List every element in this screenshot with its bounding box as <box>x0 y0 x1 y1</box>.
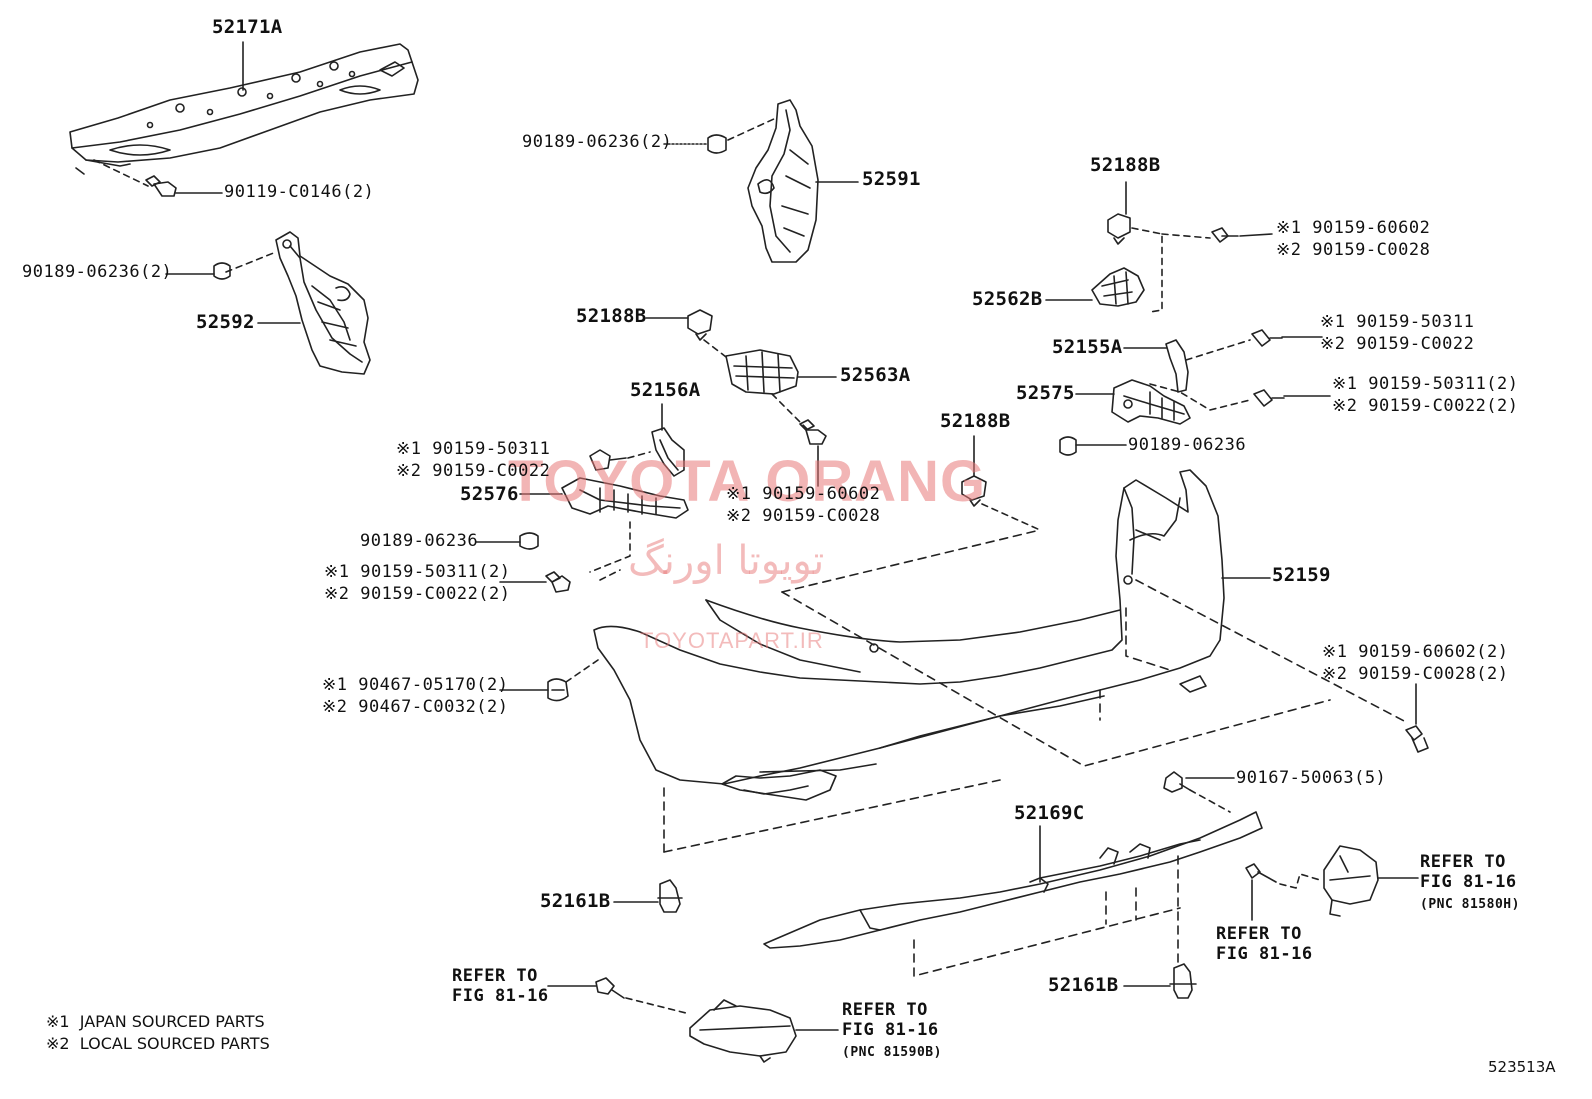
refer-left-line1[interactable]: REFER TO <box>452 966 538 986</box>
part-label-52563a[interactable]: 52563A <box>840 364 911 386</box>
refer-bottom-line1[interactable]: REFER TO <box>842 1000 928 1020</box>
fastener-label-c1[interactable]: ※1 90159-50311(2) <box>324 562 511 582</box>
part-label-52591[interactable]: 52591 <box>862 168 921 190</box>
bolt-upper-left <box>589 449 627 471</box>
fastener-label-d2[interactable]: ※2 90467-C0032(2) <box>322 697 509 717</box>
note-local-sourced: ※2 LOCAL SOURCED PARTS <box>46 1034 270 1053</box>
reflector-bottom <box>689 999 797 1063</box>
part-label-90167[interactable]: 90167-50063(5) <box>1236 768 1387 788</box>
part-label-52156a[interactable]: 52156A <box>630 379 701 401</box>
fastener-label-f1[interactable]: ※1 90159-50311 <box>1320 312 1475 332</box>
fastener-label-e2[interactable]: ※2 90159-C0028 <box>726 506 881 526</box>
bolt-right-top <box>1211 227 1239 243</box>
diagram-code: 523513A <box>1488 1058 1556 1076</box>
nut-90467 <box>547 678 569 702</box>
reinforcement-52171a <box>69 43 419 175</box>
bolt-right-lower <box>1405 725 1429 753</box>
lower-garnish-52169c <box>763 811 1263 949</box>
part-label-90189-d[interactable]: 90189-06236 <box>1128 435 1247 455</box>
bracket-52592 <box>275 231 371 375</box>
part-label-90189-b[interactable]: 90189-06236(2) <box>522 132 673 152</box>
fastener-label-g2[interactable]: ※2 90159-C0022(2) <box>1332 396 1519 416</box>
watermark-persian: تویوتا اورنگ <box>628 538 825 584</box>
clip-90189-left-mid <box>519 532 539 550</box>
fastener-label-a2[interactable]: ※2 90159-C0022 <box>396 461 551 481</box>
part-label-90119[interactable]: 90119-C0146(2) <box>224 182 375 202</box>
part-label-52576[interactable]: 52576 <box>460 483 519 505</box>
refer-mid-line1[interactable]: REFER TO <box>1216 924 1302 944</box>
fastener-label-f2[interactable]: ※2 90159-C0022 <box>1320 334 1475 354</box>
bolt-right-mid-b <box>1253 389 1285 407</box>
part-label-52188b-a[interactable]: 52188B <box>576 305 647 327</box>
retainer-52188b-mid <box>687 309 713 341</box>
fastener-label-h1[interactable]: ※1 90159-60602(2) <box>1322 642 1509 662</box>
bracket-52562b <box>1091 267 1145 307</box>
part-label-52188b-b[interactable]: 52188B <box>940 410 1011 432</box>
part-label-52155a[interactable]: 52155A <box>1052 336 1123 358</box>
watermark-url: TOYOTAPART.IR <box>640 628 824 653</box>
part-label-52575[interactable]: 52575 <box>1016 382 1075 404</box>
fastener-label-b1[interactable]: ※1 90159-60602 <box>1276 218 1431 238</box>
clip-90189-left <box>213 262 231 280</box>
refer-right-line1[interactable]: REFER TO <box>1420 852 1506 872</box>
bolt-refer-bottom <box>595 977 625 999</box>
part-label-90189-a[interactable]: 90189-06236(2) <box>22 262 173 282</box>
reflector-right <box>1323 845 1379 917</box>
refer-right-pnc: (PNC 81580H) <box>1420 897 1520 912</box>
refer-bottom-line2[interactable]: FIG 81-16 <box>842 1020 939 1040</box>
clip-90189-right <box>1059 436 1077 456</box>
fastener-label-h2[interactable]: ※2 90159-C0028(2) <box>1322 664 1509 684</box>
part-label-52562b[interactable]: 52562B <box>972 288 1043 310</box>
part-label-52188b-c[interactable]: 52188B <box>1090 154 1161 176</box>
bolt-mid-a <box>799 419 827 445</box>
bracket-52575 <box>1111 379 1191 425</box>
bracket-52156a <box>651 427 685 477</box>
fastener-label-g1[interactable]: ※1 90159-50311(2) <box>1332 374 1519 394</box>
bolt-refer-right <box>1245 863 1277 883</box>
part-label-52161b-a[interactable]: 52161B <box>540 890 611 912</box>
bracket-52591 <box>747 99 819 263</box>
bumper-cover-52159 <box>593 469 1225 801</box>
part-label-90189-c[interactable]: 90189-06236 <box>360 531 479 551</box>
fastener-label-a1[interactable]: ※1 90159-50311 <box>396 439 551 459</box>
part-label-52159[interactable]: 52159 <box>1272 564 1331 586</box>
bolt-90119 <box>145 175 177 197</box>
retainer-52161b-left <box>657 879 683 913</box>
refer-bottom-pnc: (PNC 81590B) <box>842 1045 942 1060</box>
fastener-label-d1[interactable]: ※1 90467-05170(2) <box>322 675 509 695</box>
bracket-52563a <box>725 349 799 395</box>
fastener-label-e1[interactable]: ※1 90159-60602 <box>726 484 881 504</box>
clip-90189-top <box>707 134 727 154</box>
refer-left-line2[interactable]: FIG 81-16 <box>452 986 549 1006</box>
bolt-right-mid-a <box>1251 329 1283 347</box>
bracket-52576 <box>561 477 689 519</box>
retainer-52161b-right <box>1169 963 1197 999</box>
part-label-52592[interactable]: 52592 <box>196 311 255 333</box>
retainer-52188b-right <box>1107 213 1131 245</box>
watermark-main: TOYOTA ORANG <box>508 449 987 514</box>
refer-mid-line2[interactable]: FIG 81-16 <box>1216 944 1313 964</box>
bolt-90167 <box>1163 771 1191 793</box>
part-label-52171a[interactable]: 52171A <box>212 16 283 38</box>
bracket-52155a <box>1165 339 1189 393</box>
bolt-left-mid <box>545 571 571 593</box>
note-japan-sourced: ※1 JAPAN SOURCED PARTS <box>46 1012 265 1031</box>
refer-right-line2[interactable]: FIG 81-16 <box>1420 872 1517 892</box>
fastener-label-c2[interactable]: ※2 90159-C0022(2) <box>324 584 511 604</box>
part-label-52169c[interactable]: 52169C <box>1014 802 1085 824</box>
fastener-label-b2[interactable]: ※2 90159-C0028 <box>1276 240 1431 260</box>
part-label-52161b-b[interactable]: 52161B <box>1048 974 1119 996</box>
